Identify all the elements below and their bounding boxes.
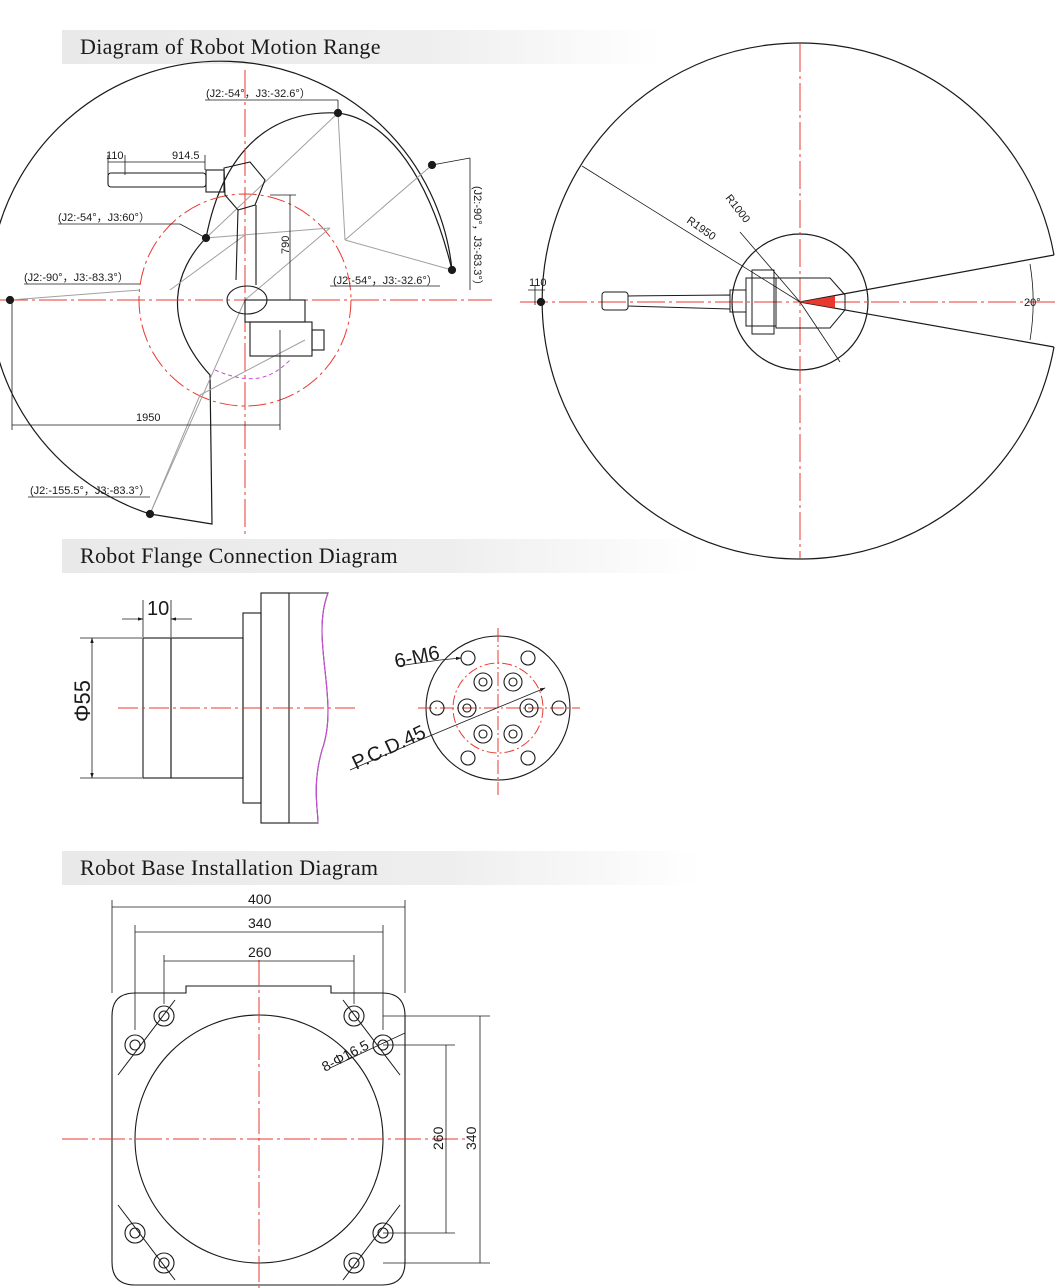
flange-labels: 10 Φ55 6-M6 P.C.D.45 (70, 598, 442, 775)
dim-base-340-width: 340 (248, 915, 272, 931)
dim-r1950: R1950 (684, 215, 717, 243)
label-j2-90-j3-83-left: (J2:-90°，J3:-83.3°） (24, 271, 129, 284)
flange-title: Robot Flange Connection Diagram (80, 543, 398, 568)
inner-envelope (149, 112, 453, 525)
flange-side-view (80, 592, 355, 824)
inner-red-circle (138, 193, 352, 407)
dim-pcd45: P.C.D.45 (349, 721, 430, 774)
label-j2-90-j3-83-right: (J2:-90°，J3:-83.3°） (471, 186, 484, 291)
side-view-labels: (J2:-54°，J3:-32.6°） (J2:-54°，J3:60°） (J2… (24, 87, 484, 497)
label-j2-155-j3-83: (J2:-155.5°，J3:-83.3°） (30, 484, 150, 497)
dim-angle-20: 20° (1024, 297, 1041, 309)
dim-phi55: Φ55 (70, 680, 95, 722)
motion-range-title: Diagram of Robot Motion Range (80, 34, 381, 59)
flange-face-view (349, 628, 580, 795)
base-plate-drawing (62, 900, 490, 1288)
dim-base-260-height: 260 (430, 1126, 446, 1150)
dim-base-400: 400 (248, 891, 272, 907)
side-view-diagram (0, 60, 492, 535)
dim-r1000: R1000 (723, 192, 752, 225)
dim-110-top: 110 (529, 277, 547, 289)
dim-base-260-width: 260 (248, 944, 272, 960)
dim-flange-10: 10 (147, 598, 169, 620)
label-j2-54-j3-60: (J2:-54°，J3:60°） (58, 211, 150, 224)
motion-range-header: Diagram of Robot Motion Range (62, 30, 662, 64)
dim-790: 790 (280, 236, 292, 254)
dim-6-m6: 6-M6 (392, 642, 441, 673)
base-header: Robot Base Installation Diagram (62, 851, 702, 885)
base-title: Robot Base Installation Diagram (80, 855, 379, 880)
label-j2-54-j3-32-right: (J2:-54°，J3:-32.6°） (333, 274, 438, 287)
dim-110-side: 110 (106, 150, 124, 162)
flange-header: Robot Flange Connection Diagram (62, 539, 702, 573)
dim-hole-spec: 8-Φ16.5 (319, 1037, 372, 1075)
dim-914-5: 914.5 (172, 150, 200, 162)
top-view-diagram (520, 42, 1059, 560)
dim-base-340-height: 340 (463, 1126, 479, 1150)
label-j2-54-j3-32-top: (J2:-54°，J3:-32.6°） (206, 87, 311, 100)
dim-1950: 1950 (136, 412, 160, 424)
outer-envelope (0, 60, 453, 515)
